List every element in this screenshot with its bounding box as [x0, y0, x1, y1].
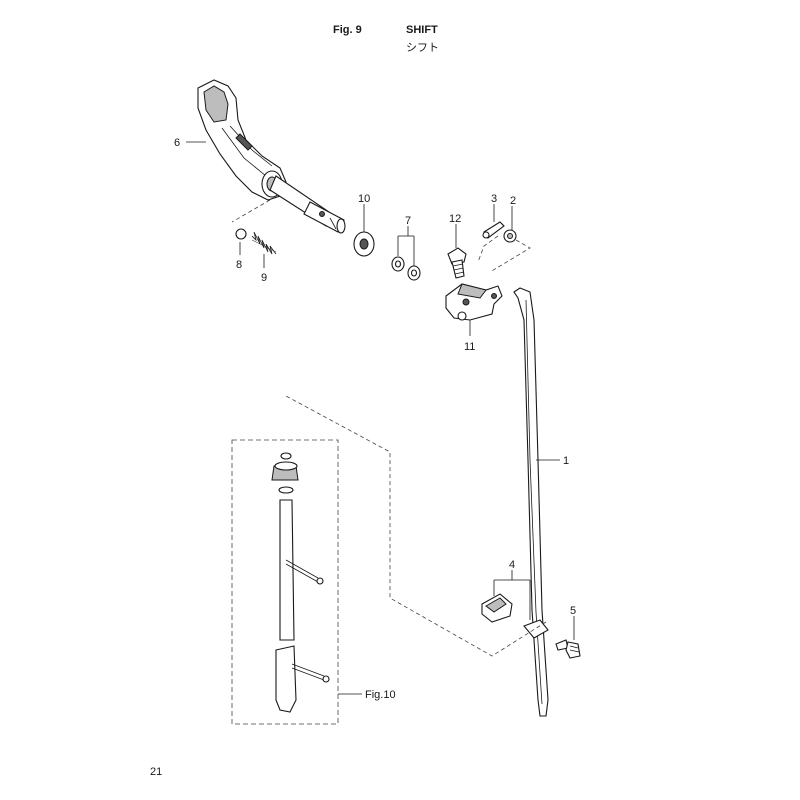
- page-number: 21: [150, 766, 163, 778]
- page-title-japanese: シフト: [406, 41, 439, 54]
- figure-number: Fig. 9: [333, 24, 362, 36]
- callout-3: 3: [491, 193, 497, 205]
- part-9-spring: [251, 231, 277, 255]
- part-1-shift-rod: [513, 287, 549, 717]
- part-11-shift-arm: [445, 283, 503, 321]
- part-3-cotter-pin: [482, 221, 505, 239]
- part-8-steel-ball: [235, 228, 247, 240]
- callout-8: 8: [236, 259, 242, 271]
- part-10-washer: [353, 231, 375, 257]
- callout-4: 4: [509, 559, 515, 571]
- part-5-screw: [555, 639, 581, 659]
- part-7-washers: [391, 256, 421, 281]
- leader-lines: [186, 141, 575, 695]
- part-2-washer: [503, 229, 517, 243]
- callout-6: 6: [174, 137, 180, 149]
- callout-12: 12: [449, 213, 461, 225]
- callout-7: 7: [405, 215, 411, 227]
- reference-box-fig-10: [231, 439, 339, 725]
- reference-label-fig-10: Fig.10: [365, 689, 396, 701]
- part-12-bolt: [447, 247, 467, 279]
- callout-2: 2: [510, 195, 516, 207]
- callout-11: 11: [464, 341, 475, 353]
- callout-1: 1: [563, 455, 569, 467]
- page-title: SHIFT: [406, 24, 438, 36]
- part-6-shift-lever: [197, 79, 346, 234]
- callout-5: 5: [570, 605, 576, 617]
- callout-10: 10: [358, 193, 370, 205]
- part-4-rod-clip: [481, 593, 549, 639]
- callout-9: 9: [261, 272, 267, 284]
